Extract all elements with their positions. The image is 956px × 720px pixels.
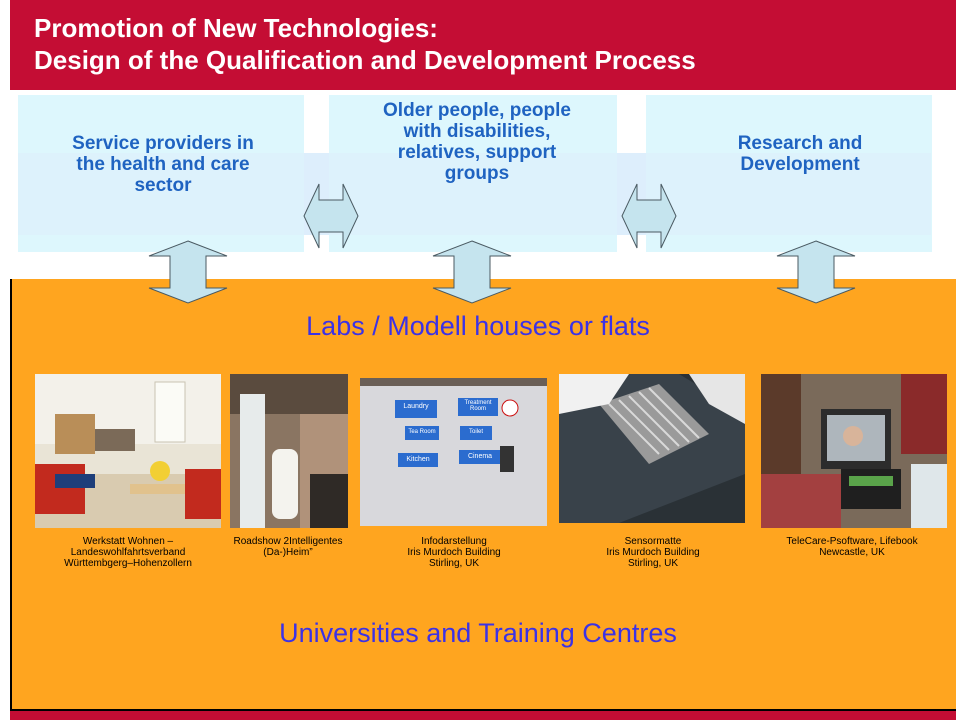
sign-tea-room: Tea Room (408, 429, 436, 435)
photo-living-room (35, 374, 221, 528)
caption-sensormatte: Sensormatte Iris Murdoch Building Stirli… (606, 536, 700, 569)
photo-roadshow (230, 374, 348, 528)
vertical-arrow-right-icon (776, 240, 856, 304)
service-providers-label: Service providers in the health and care… (72, 133, 254, 196)
universities-heading: Universities and Training Centres (279, 618, 677, 648)
caption-infodarstellung: Infodarstellung Iris Murdoch Building St… (407, 536, 501, 569)
sign-cinema: Cinema (467, 453, 493, 460)
research-label: Research and Development (737, 133, 863, 175)
caption-living-room: Werkstatt Wohnen – Landeswohlfahrtsverba… (64, 536, 192, 569)
title-line-1: Promotion of New Technologies: (34, 13, 438, 43)
sign-laundry: Laundry (403, 403, 429, 410)
bottom-strip (10, 711, 956, 720)
title-bar: Promotion of New Technologies: Design of… (10, 0, 956, 90)
title-line-2: Design of the Qualification and Developm… (34, 45, 696, 75)
caption-telecare: TeleCare-Psoftware, Lifebook Newcastle, … (786, 536, 918, 558)
older-people-label: Older people, people with disabilities, … (383, 100, 571, 184)
sign-treatment: Treatment Room (464, 400, 492, 412)
vertical-arrow-left-icon (148, 240, 228, 304)
caption-roadshow: Roadshow 2Intelligentes (Da-)Heim” (233, 536, 343, 558)
stakeholder-band-overlay (18, 153, 931, 235)
double-arrow-center-right-icon (621, 183, 677, 249)
double-arrow-left-center-icon (303, 183, 359, 249)
sign-kitchen: Kitchen (406, 456, 430, 463)
photo-telecare (761, 374, 947, 528)
vertical-arrow-center-icon (432, 240, 512, 304)
labs-heading: Labs / Modell houses or flats (306, 311, 650, 341)
photo-sensormatte (559, 374, 745, 523)
photo-infodarstellung: Laundry Treatment Room Tea Room Toilet K… (360, 378, 547, 526)
sign-toilet: Toilet (468, 429, 483, 435)
